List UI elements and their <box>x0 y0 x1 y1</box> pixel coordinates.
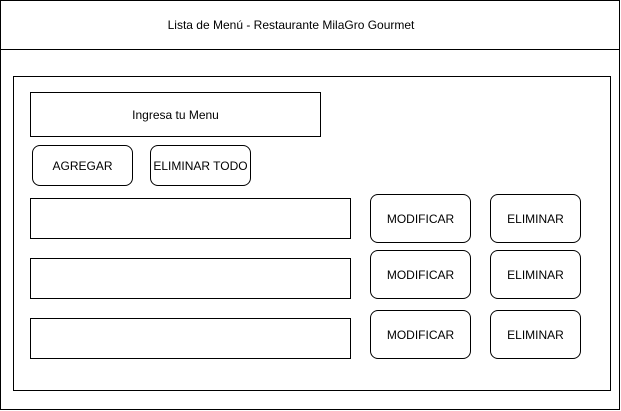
menu-input-label: Ingresa tu Menu <box>132 107 219 122</box>
modify-button[interactable]: MODIFICAR <box>370 310 471 359</box>
menu-input-field[interactable]: Ingresa tu Menu <box>30 92 321 137</box>
delete-button-label: ELIMINAR <box>507 267 564 282</box>
delete-button[interactable]: ELIMINAR <box>490 310 581 359</box>
delete-button-label: ELIMINAR <box>507 327 564 342</box>
modify-button-label: MODIFICAR <box>386 267 455 282</box>
menu-item-field[interactable] <box>30 318 351 359</box>
delete-button[interactable]: ELIMINAR <box>490 194 581 243</box>
modify-button-label: MODIFICAR <box>386 327 455 342</box>
menu-item-field[interactable] <box>30 198 351 239</box>
modify-button[interactable]: MODIFICAR <box>370 194 471 243</box>
page-title: Lista de Menú - Restaurante MilaGro Gour… <box>167 17 415 32</box>
delete-button[interactable]: ELIMINAR <box>490 250 581 299</box>
delete-button-label: ELIMINAR <box>507 211 564 226</box>
delete-all-button[interactable]: ELIMINAR TODO <box>150 145 251 186</box>
app-header: Lista de Menú - Restaurante MilaGro Gour… <box>0 0 620 50</box>
menu-panel <box>13 76 611 391</box>
add-button-label: AGREGAR <box>52 158 113 173</box>
menu-item-field[interactable] <box>30 258 351 299</box>
modify-button[interactable]: MODIFICAR <box>370 250 471 299</box>
modify-button-label: MODIFICAR <box>386 211 455 226</box>
delete-all-button-label: ELIMINAR TODO <box>153 158 248 173</box>
add-button[interactable]: AGREGAR <box>32 145 133 186</box>
